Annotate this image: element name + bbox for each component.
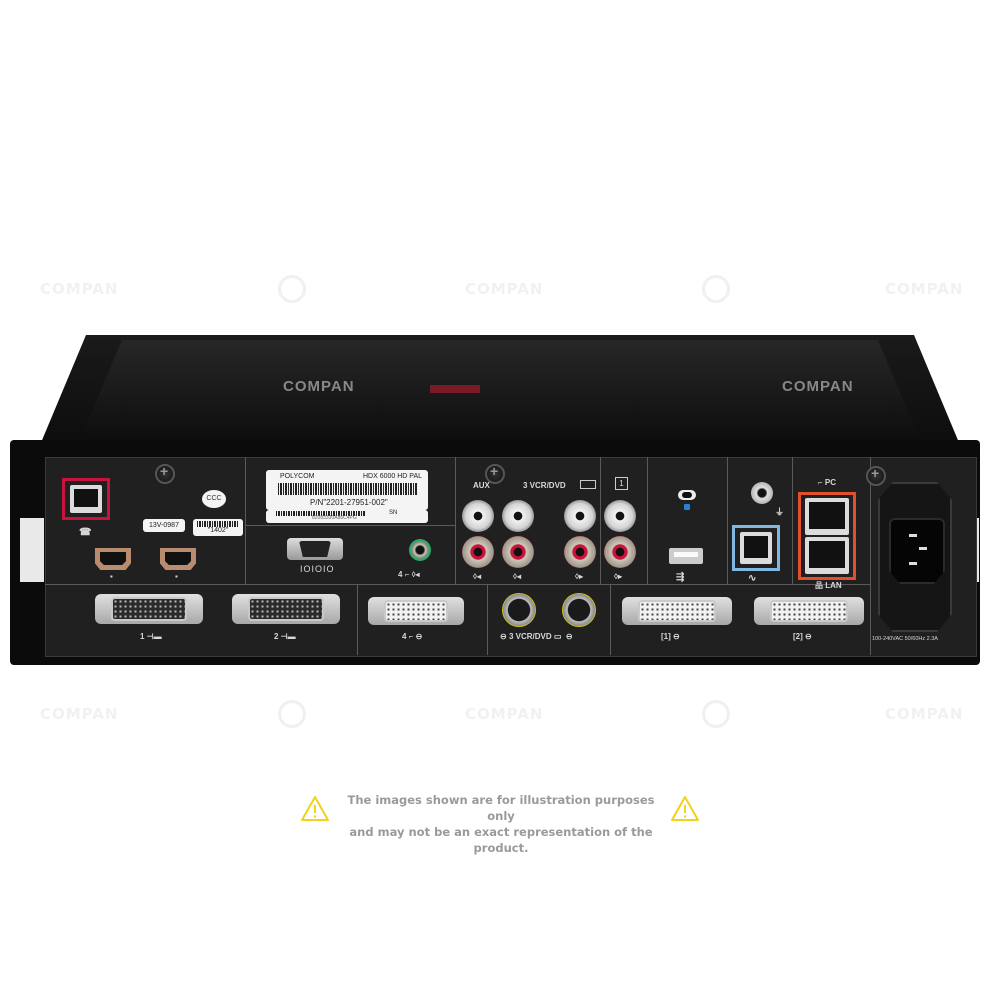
aux-audio-red-jack[interactable] <box>462 536 494 568</box>
polycom-logo-icon <box>430 385 480 393</box>
vcr-audio-out-red-jack[interactable] <box>564 536 596 568</box>
ground-post[interactable] <box>751 482 773 504</box>
monitor-1-label: [1] ⊖ <box>661 632 680 641</box>
pc-audio-label: 4 ⌐ ◊◂ <box>398 570 420 579</box>
power-rating: 100-240VAC 50/60Hz 2.3A <box>872 636 938 642</box>
camera-port-mini-dp[interactable] <box>160 548 196 570</box>
code-sticker: 13V-0987 <box>143 519 185 532</box>
power-inlet[interactable] <box>878 482 952 632</box>
telephone-icon: ☎ <box>79 527 92 538</box>
watermark-text: COMPAN <box>885 280 964 298</box>
vcr-audio-in-red-jack[interactable] <box>502 536 534 568</box>
pc-lan-port-group <box>798 492 856 580</box>
divider <box>45 584 870 585</box>
warning-icon <box>301 796 329 821</box>
product-label-sticker: POLYCOM HDX 6000 HD PAL P/N"2201-27951-0… <box>266 470 428 510</box>
divider <box>647 457 648 584</box>
watermark-text: COMPAN <box>465 705 544 723</box>
audio-in-icon: ◊◂ <box>473 572 481 581</box>
camera-2-input-port[interactable] <box>232 594 340 624</box>
isdn-port[interactable] <box>732 525 780 571</box>
aux-label: AUX <box>473 481 490 490</box>
ccc-mark-icon: CCC <box>202 490 226 508</box>
monitor-1-audio-label: 1 <box>615 477 628 490</box>
divider <box>245 457 246 584</box>
wave-icon: ∿ <box>748 573 757 584</box>
monitor-1-dvi-port[interactable] <box>622 597 732 625</box>
monitor-2-dvi-port[interactable] <box>754 597 864 625</box>
audio-in-icon: ◊◂ <box>513 572 521 581</box>
aux-audio-white-jack[interactable] <box>462 500 494 532</box>
ground-icon: ⏚ <box>775 507 785 517</box>
watermark-text: COMPAN <box>283 378 355 395</box>
audio-out-icon: ◊▸ <box>575 572 583 581</box>
usb-port[interactable] <box>669 548 703 564</box>
vcr-svideo-out-port[interactable] <box>562 593 596 627</box>
camera-port-mini-dp[interactable] <box>95 548 131 570</box>
vcr-icon <box>580 480 596 489</box>
divider <box>727 457 728 584</box>
vcr-dvd-audio-label: 3 VCR/DVD <box>523 481 566 490</box>
pc-audio-input-jack[interactable] <box>409 539 431 561</box>
divider <box>487 584 488 655</box>
divider <box>357 584 358 655</box>
watermark-logo-icon <box>278 700 306 728</box>
phone-port[interactable] <box>62 478 110 520</box>
barcode-sticker: "1402" <box>193 519 243 536</box>
watermark-text: COMPAN <box>40 705 119 723</box>
watermark-text: COMPAN <box>885 705 964 723</box>
audio-out-icon: ◊▸ <box>614 572 622 581</box>
pc-dvi-label: 4 ⌐ ⊖ <box>402 632 423 641</box>
vcr-svideo-in-port[interactable] <box>502 593 536 627</box>
pc-ethernet-port[interactable] <box>805 498 849 535</box>
divider <box>610 584 611 655</box>
screw-icon <box>866 465 886 486</box>
vcr-audio-out-white-jack[interactable] <box>564 500 596 532</box>
disclaimer-line-1: The images shown are for illustration pu… <box>347 793 655 823</box>
watermark-logo-icon <box>278 275 306 303</box>
watermark-text: COMPAN <box>40 280 119 298</box>
monitor-audio-white-jack[interactable] <box>604 500 636 532</box>
lan-label: 品 LAN <box>815 581 842 590</box>
lock-icon <box>684 504 690 510</box>
disclaimer-line-2: and may not be an exact representation o… <box>349 825 653 855</box>
watermark-text: COMPAN <box>465 280 544 298</box>
pc-label: ⌐ PC <box>818 478 837 487</box>
divider <box>600 457 601 584</box>
lan-ethernet-port[interactable] <box>805 537 849 574</box>
disclaimer-text: The images shown are for illustration pu… <box>338 792 664 856</box>
watermark-logo-icon <box>702 275 730 303</box>
watermark-logo-icon <box>702 700 730 728</box>
left-foot-strip <box>20 518 44 582</box>
serial-port-db9[interactable] <box>287 538 343 560</box>
warning-icon <box>671 796 699 821</box>
camera-2-label: 2 ⊣▬ <box>274 632 296 641</box>
security-slot[interactable] <box>678 490 696 500</box>
divider <box>792 457 793 584</box>
monitor-audio-red-jack[interactable] <box>604 536 636 568</box>
pc-dvi-input-port[interactable] <box>368 597 464 625</box>
divider <box>870 457 871 655</box>
screw-icon <box>485 463 505 484</box>
vcr-audio-in-white-jack[interactable] <box>502 500 534 532</box>
device-top-glare <box>80 340 920 440</box>
serial-port-label: IOIOIO <box>300 564 335 574</box>
serial-label-sticker: 82083330A86C4PG SN <box>266 510 428 523</box>
divider <box>245 525 455 526</box>
camera-1-label: 1 ⊣▬ <box>140 632 162 641</box>
camera-icon: ▪ <box>110 572 113 581</box>
svideo-label: ⊖ 3 VCR/DVD ▭ ⊖ <box>500 632 573 641</box>
watermark-text: COMPAN <box>782 378 854 395</box>
camera-1-input-port[interactable] <box>95 594 203 624</box>
usb-icon: ⇶ <box>676 572 685 583</box>
iec-socket <box>889 518 945 584</box>
camera-icon: ▪ <box>175 572 178 581</box>
divider <box>455 457 456 584</box>
device-top-cover <box>40 335 960 445</box>
monitor-2-label: [2] ⊖ <box>793 632 812 641</box>
screw-icon <box>155 463 175 484</box>
